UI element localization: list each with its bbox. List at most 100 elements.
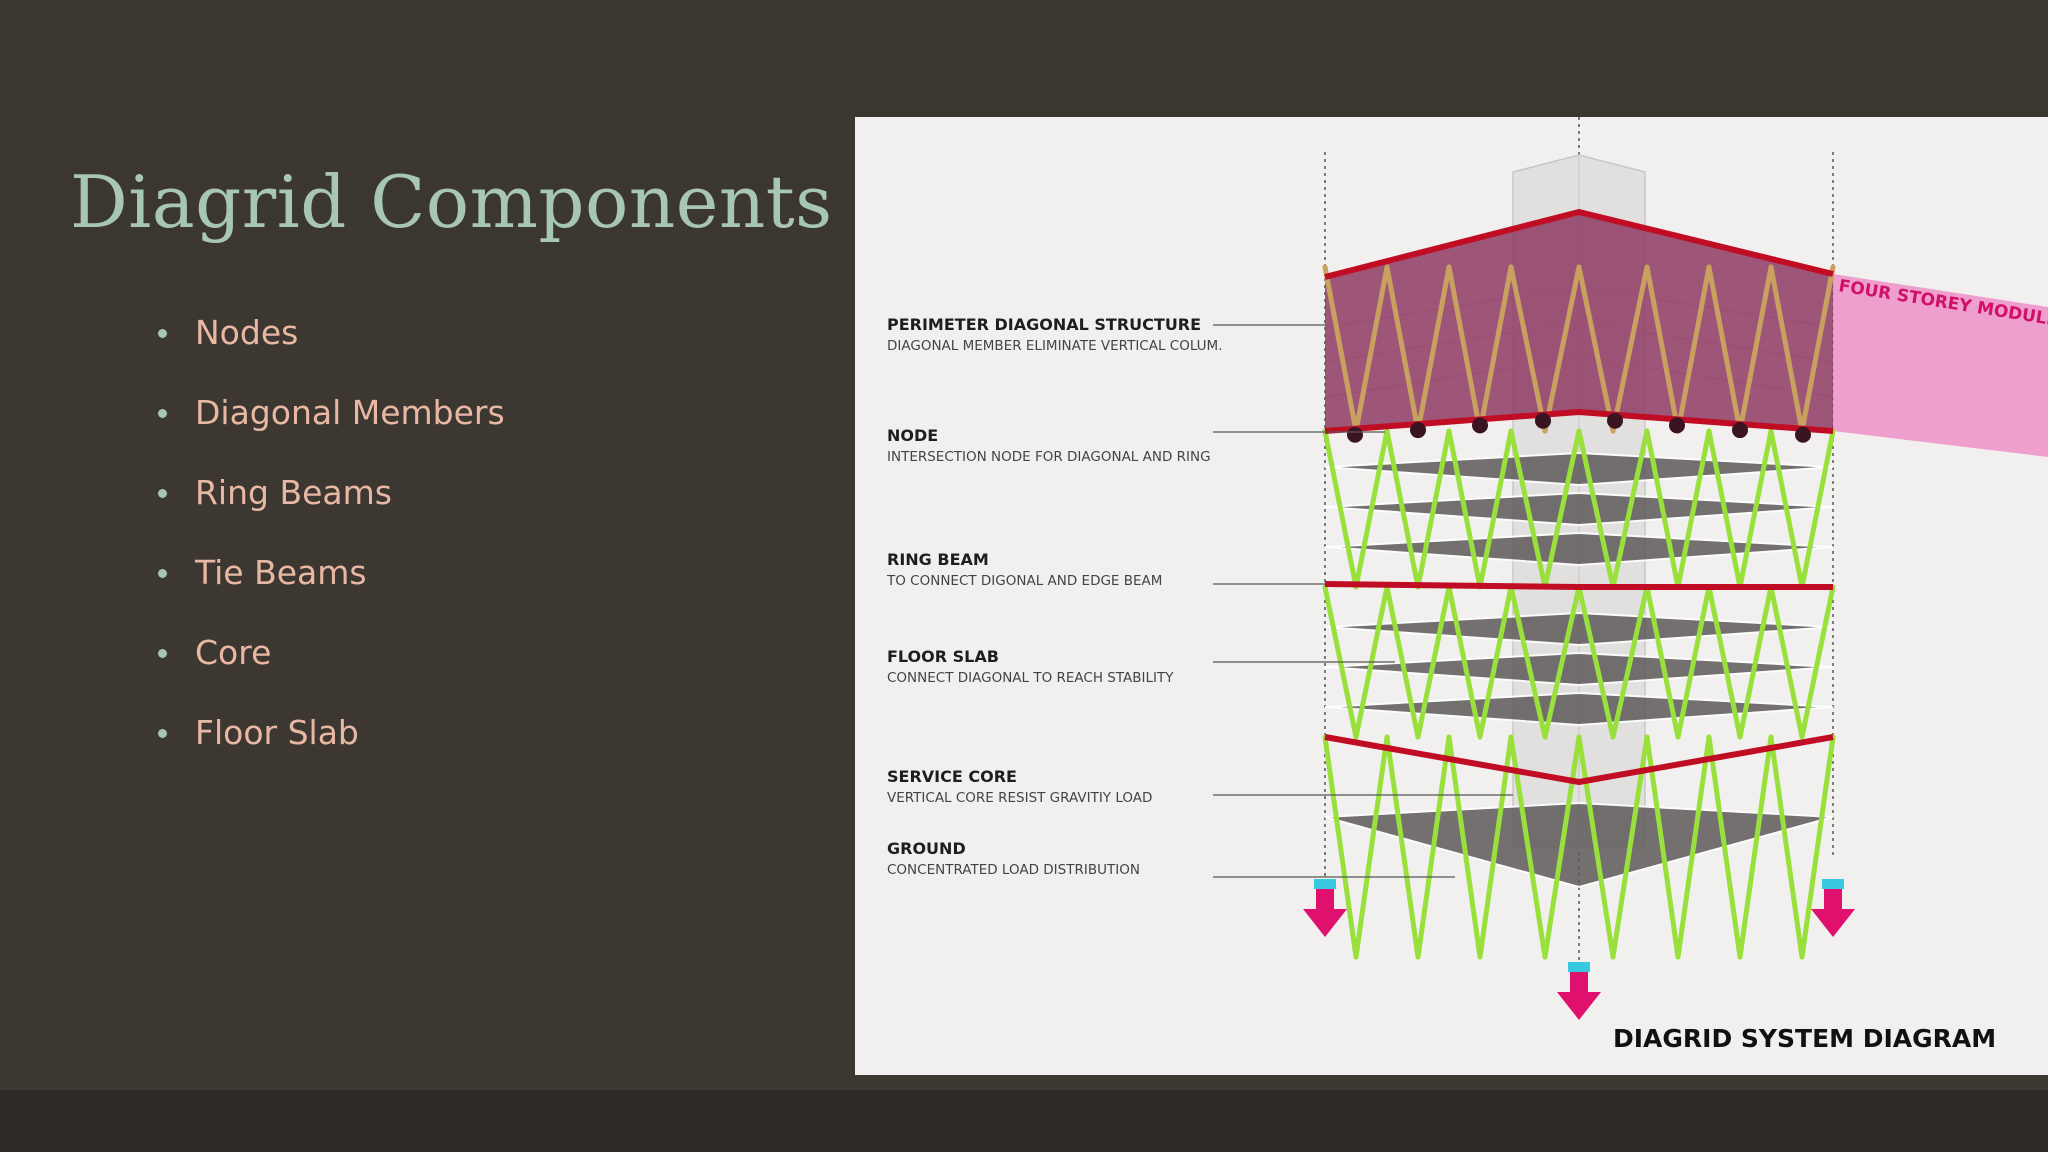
label-desc: INTERSECTION NODE FOR DIAGONAL AND RING (887, 449, 1211, 465)
node (1607, 412, 1623, 429)
diagonal-member (1384, 584, 1421, 740)
diagonal-member (1644, 584, 1681, 740)
top-module-fill (1325, 212, 1833, 431)
node (1347, 426, 1363, 443)
diagonal-member (1799, 584, 1836, 740)
diagonal-member (1706, 428, 1743, 590)
label-title: FLOOR SLAB (887, 647, 999, 666)
diagonal-member (1477, 734, 1514, 960)
diagonal-member (1322, 734, 1359, 960)
diagonal-member (1610, 264, 1650, 434)
diagonal-member (1384, 264, 1421, 434)
load-arrow-cap (1568, 962, 1590, 972)
diagonal-member (1576, 264, 1616, 434)
diagonal-member (1415, 734, 1452, 960)
diagonal-member (1353, 264, 1390, 434)
diagonal-member (1799, 428, 1836, 590)
label-desc: CONCENTRATED LOAD DISTRIBUTION (887, 862, 1140, 878)
diagonal-member (1768, 584, 1805, 740)
label-title: PERIMETER DIAGONAL STRUCTURE (887, 315, 1201, 334)
diagonal-member (1706, 734, 1743, 960)
load-arrow-cap (1314, 879, 1336, 889)
diagonal-member (1322, 428, 1359, 590)
label-desc: TO CONNECT DIGONAL AND EDGE BEAM (886, 573, 1162, 589)
diagonal-member (1768, 428, 1805, 590)
ring-beam (1324, 409, 1834, 434)
diagonal-member (1799, 734, 1836, 960)
floor-slab (1324, 451, 1834, 487)
load-arrow-cap (1822, 879, 1844, 889)
diagonal-member (1737, 428, 1774, 590)
label-title: SERVICE CORE (887, 767, 1017, 786)
diagonal-member (1542, 584, 1582, 740)
diagonal-member (1576, 428, 1616, 590)
bullet-item: Tie Beams (155, 548, 505, 628)
label-title: NODE (887, 426, 938, 445)
diagonal-member (1542, 264, 1582, 434)
node (1472, 417, 1488, 434)
node (1732, 422, 1748, 439)
label-ring-beam: RING BEAM TO CONNECT DIGONAL AND EDGE BE… (886, 550, 1162, 589)
ring-beams (1324, 209, 1834, 785)
diagonal-member (1610, 428, 1650, 590)
diagonal-member (1508, 428, 1548, 590)
ring-beam (1324, 734, 1834, 785)
label-desc: DIAGONAL MEMBER ELIMINATE VERTICAL COLUM… (887, 338, 1223, 354)
diagonal-member (1675, 264, 1712, 434)
diagonal-member (1576, 584, 1616, 740)
diagonal-member (1415, 264, 1452, 434)
nodes (1347, 412, 1811, 443)
diagonal-member (1644, 734, 1681, 960)
diagonal-member (1322, 264, 1359, 434)
node (1535, 412, 1551, 429)
diagonal-member (1477, 428, 1514, 590)
diagrid-diagram-image: FOUR STOREY MODULE PERIMETER DIAGONAL ST (855, 117, 2048, 1075)
bullet-item: Core (155, 628, 505, 708)
diagonal-member (1415, 584, 1452, 740)
label-ground: GROUND CONCENTRATED LOAD DISTRIBUTION (887, 839, 1140, 878)
diagonal-member (1576, 734, 1616, 960)
diagonal-member (1446, 584, 1483, 740)
diagonal-member (1415, 428, 1452, 590)
bullet-item: Nodes (155, 308, 505, 388)
diagonal-members (1322, 264, 1836, 960)
footer-band (0, 1090, 2048, 1152)
node (1410, 422, 1426, 439)
diagonal-member (1446, 264, 1483, 434)
diagonal-member (1737, 584, 1774, 740)
node (1669, 417, 1685, 434)
ring-beam (1324, 581, 1833, 590)
diagonal-member (1644, 264, 1681, 434)
label-desc: VERTICAL CORE RESIST GRAVITIY LOAD (887, 790, 1152, 806)
bullet-item: Diagonal Members (155, 388, 505, 468)
bullet-list: Nodes Diagonal Members Ring Beams Tie Be… (155, 308, 505, 788)
diagonal-member (1644, 428, 1681, 590)
ring-beam (1324, 209, 1834, 280)
diagonal-member (1675, 428, 1712, 590)
label-title: RING BEAM (887, 550, 989, 569)
diagonal-member (1675, 584, 1712, 740)
diagonal-member (1706, 584, 1743, 740)
diagonal-member (1353, 734, 1390, 960)
diagram-caption: DIAGRID SYSTEM DIAGRAM (1613, 1024, 1996, 1053)
four-storey-module-band (1833, 274, 2048, 457)
floor-slab (1324, 691, 1834, 727)
floor-slab (1324, 531, 1834, 567)
diagonal-member (1768, 264, 1805, 434)
diagonal-member (1508, 584, 1548, 740)
diagonal-member (1353, 428, 1390, 590)
bullet-item: Floor Slab (155, 708, 505, 788)
diagonal-member (1737, 734, 1774, 960)
diagonal-member (1706, 264, 1743, 434)
load-arrow (1557, 972, 1601, 1020)
load-arrow (1303, 889, 1347, 937)
label-floor-slab: FLOOR SLAB CONNECT DIAGONAL TO REACH STA… (887, 647, 1174, 686)
diagonal-member (1737, 264, 1774, 434)
label-service-core: SERVICE CORE VERTICAL CORE RESIST GRAVIT… (887, 767, 1152, 806)
bullet-item: Ring Beams (155, 468, 505, 548)
diagonal-member (1508, 264, 1548, 434)
diagonal-member (1384, 428, 1421, 590)
diagonal-member (1477, 264, 1514, 434)
load-arrows (1303, 879, 1855, 1020)
load-arrow (1811, 889, 1855, 937)
